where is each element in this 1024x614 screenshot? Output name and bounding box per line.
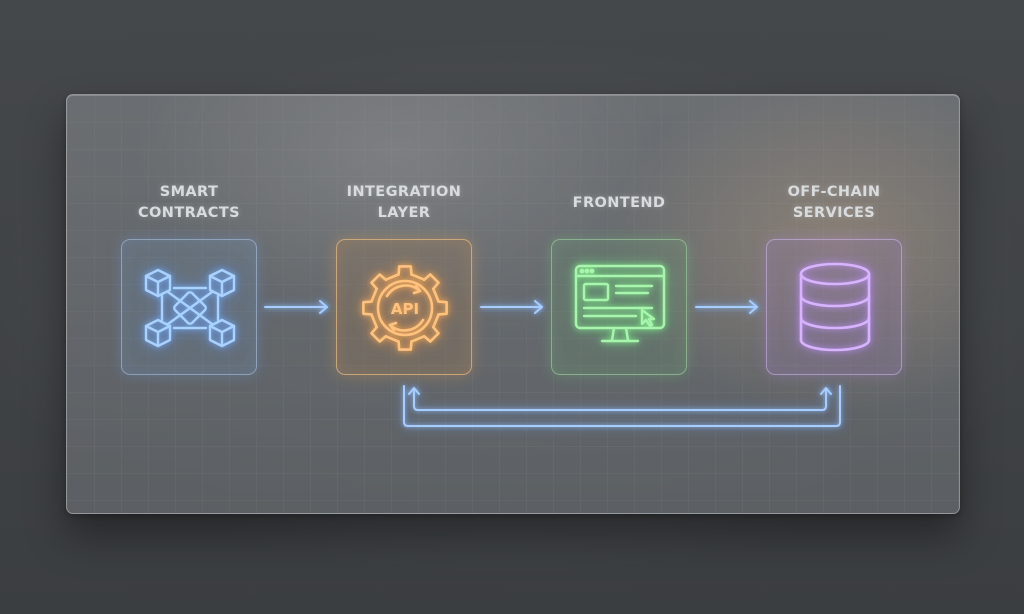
monitor-browser-icon bbox=[574, 264, 666, 343]
arrow-frontend-to-offchain bbox=[695, 300, 758, 314]
arrow-integration-to-frontend bbox=[480, 300, 543, 314]
label-frontend: FRONTEND bbox=[572, 195, 666, 211]
node-off-chain-services[interactable] bbox=[766, 239, 902, 375]
label-smart-contracts: SMART CONTRACTS bbox=[138, 184, 240, 221]
node-smart-contracts[interactable] bbox=[121, 239, 257, 375]
label-integration-layer: INTEGRATION LAYER bbox=[346, 184, 462, 221]
label-off-chain-services: OFF-CHAIN SERVICES bbox=[787, 184, 881, 221]
api-icon-text: API bbox=[391, 300, 419, 318]
api-gear-icon: API bbox=[362, 265, 448, 351]
database-icon bbox=[799, 262, 871, 352]
arrow-contracts-to-integration bbox=[264, 300, 328, 314]
loop-offchain-to-integration bbox=[403, 385, 841, 427]
blockchain-network-icon bbox=[144, 268, 236, 348]
node-integration-layer[interactable]: API bbox=[336, 239, 472, 375]
node-frontend[interactable] bbox=[551, 239, 687, 375]
